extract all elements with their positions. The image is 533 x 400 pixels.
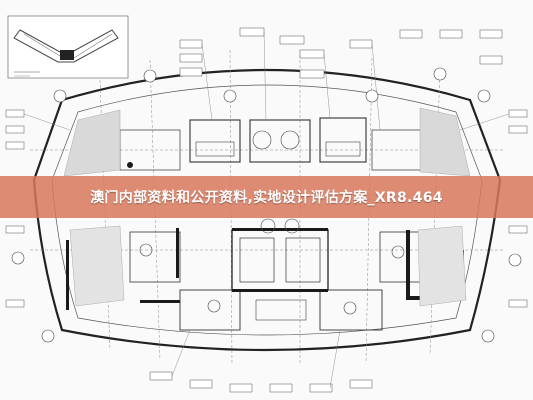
annotation-tags-bottom xyxy=(149,371,373,393)
furniture-tables xyxy=(139,130,405,321)
grid-bubbles xyxy=(11,67,522,343)
title-banner: 澳门内部资料和公开资料,实地设计评估方案_XR8.464 xyxy=(0,176,533,218)
banner-title: 澳门内部资料和公开资料,实地设计评估方案_XR8.464 xyxy=(90,190,443,206)
room-blocks xyxy=(119,117,435,331)
floor-outline xyxy=(32,68,502,352)
hatched-zones xyxy=(63,107,471,307)
annotation-tags-top xyxy=(179,27,503,79)
annotation-tags-sides xyxy=(5,109,528,308)
key-plan-inset xyxy=(7,15,129,79)
leader-lines xyxy=(23,31,510,389)
